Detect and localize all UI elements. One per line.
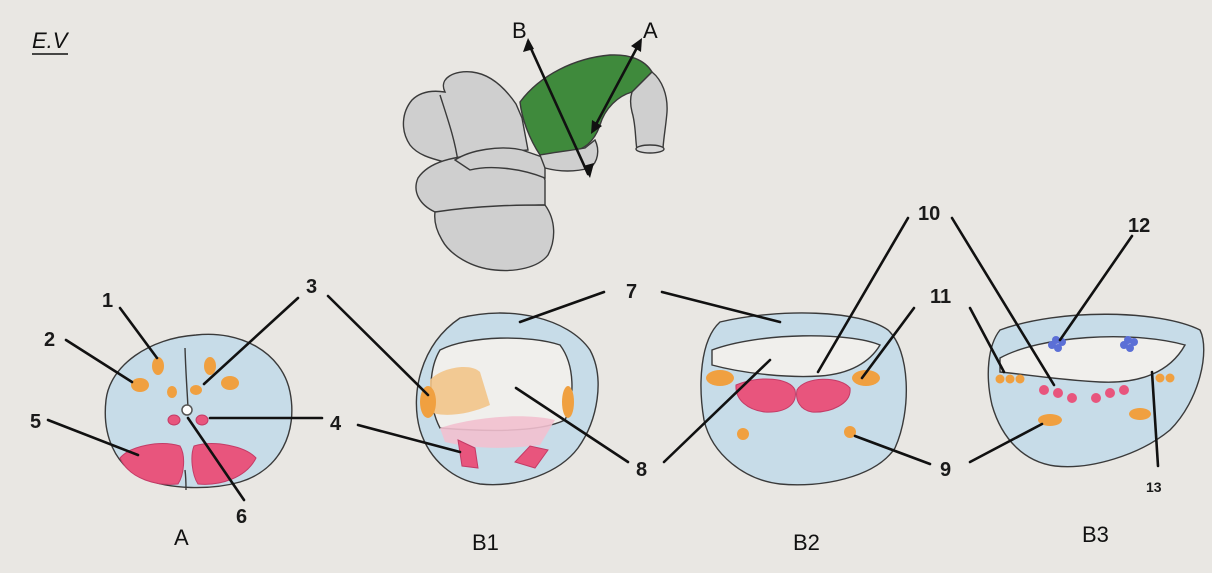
b3-nucleus-11-a <box>996 375 1005 384</box>
central-canal <box>182 405 192 415</box>
b3-nucleus-11-c <box>1016 375 1025 384</box>
label-3: 3 <box>306 276 317 298</box>
brainstem-overview <box>403 55 667 271</box>
label-12: 12 <box>1128 215 1150 237</box>
label-10: 10 <box>918 203 940 225</box>
b3-pink-2 <box>1053 388 1063 398</box>
b3-pink-6 <box>1119 385 1129 395</box>
label-4: 4 <box>330 413 342 435</box>
label-8: 8 <box>636 459 647 481</box>
label-5: 5 <box>30 411 41 433</box>
label-13: 13 <box>1146 479 1162 495</box>
section-b3 <box>988 314 1203 466</box>
label-9: 9 <box>940 459 951 481</box>
section-b1 <box>416 313 598 485</box>
b3-nucleus-11-d <box>1156 374 1165 383</box>
label-2: 2 <box>44 329 55 351</box>
label-1: 1 <box>102 290 113 312</box>
nucleus-1-right <box>204 357 216 375</box>
b1-lateral-nucleus-right <box>562 386 574 418</box>
b3-nucleus-11-e <box>1166 374 1175 383</box>
label-11: 11 <box>930 286 951 308</box>
section-b2 <box>701 313 906 485</box>
leader-1 <box>120 308 157 358</box>
label-7: 7 <box>626 281 637 303</box>
tail-cut-surface <box>636 145 664 153</box>
arrow-label-b: B <box>512 18 527 43</box>
label-6: 6 <box>236 506 247 528</box>
caption-b3: B3 <box>1082 522 1109 547</box>
leader-7b <box>662 292 780 322</box>
leader-7a <box>520 292 604 322</box>
title: E.V <box>32 28 70 53</box>
nucleus-4-right <box>196 415 208 425</box>
section-captions: A B1 B2 B3 <box>174 522 1109 555</box>
caption-a: A <box>174 525 189 550</box>
caption-b2: B2 <box>793 530 820 555</box>
leader-3b <box>328 296 428 395</box>
nucleus-3-left <box>167 386 177 398</box>
arrow-label-a: A <box>643 18 658 43</box>
lower-lobe <box>435 205 554 270</box>
b3-pink-3 <box>1067 393 1077 403</box>
nucleus-2-right <box>221 376 239 390</box>
nucleus-1-left <box>152 357 164 375</box>
b2-small-nucleus-left <box>737 428 749 440</box>
b3-pink-4 <box>1091 393 1101 403</box>
b3-pink-5 <box>1105 388 1115 398</box>
leader-2 <box>66 340 132 382</box>
b3-nucleus-11-b <box>1006 375 1015 384</box>
b2-nucleus-left <box>706 370 734 386</box>
caption-b1: B1 <box>472 530 499 555</box>
section-a <box>105 334 292 490</box>
nucleus-2-left <box>131 378 149 392</box>
nucleus-4-left <box>168 415 180 425</box>
b3-pink-1 <box>1039 385 1049 395</box>
b3-nucleus-9-right <box>1129 408 1151 420</box>
nucleus-3-right <box>190 385 202 395</box>
